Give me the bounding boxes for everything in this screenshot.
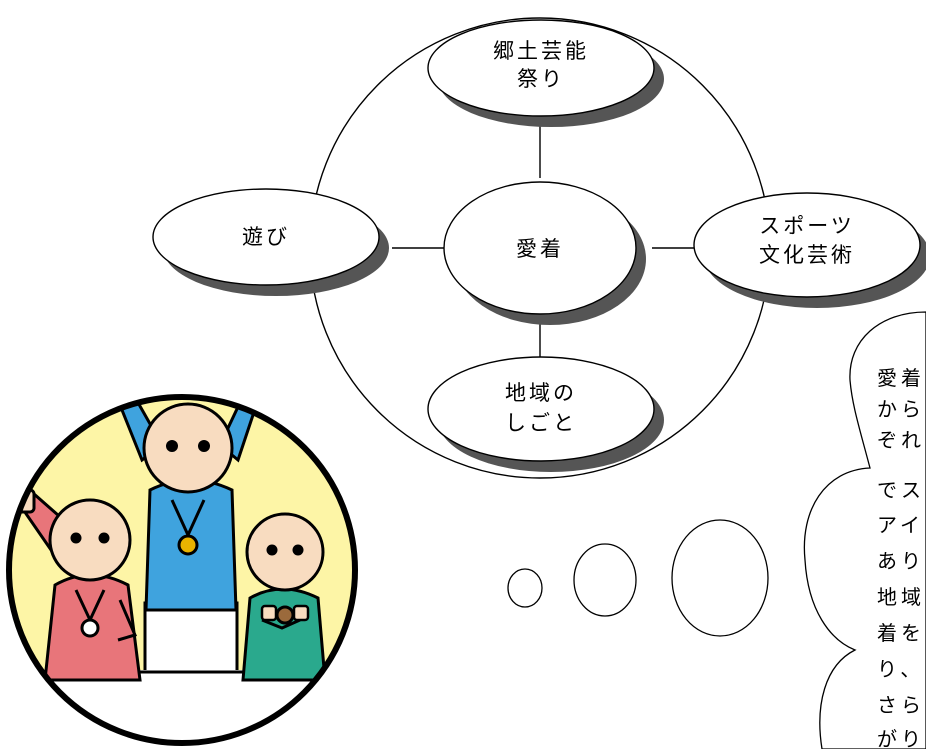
child-third-place <box>241 512 327 682</box>
thought-line-10: さら <box>877 693 925 717</box>
podium-ground <box>20 670 350 743</box>
thought-line-4: でス <box>877 478 925 502</box>
thought-line-8: 着を <box>877 621 925 645</box>
thought-dot-small <box>507 568 543 608</box>
thought-line-11: がり <box>877 727 925 749</box>
node-bottom: 地域の しごと <box>427 356 664 472</box>
node-bottom-line2: しごと <box>505 411 577 435</box>
thought-line-5: アイ <box>877 513 924 537</box>
node-top-line2: 祭り <box>517 67 565 91</box>
podium-medallion-border <box>6 394 358 746</box>
node-center: 愛着 <box>443 181 646 325</box>
node-left-line1: 遊び <box>242 225 290 249</box>
thought-line-2: から <box>877 397 925 421</box>
thought-dot-large <box>671 519 769 637</box>
node-right-line1: スポーツ <box>759 214 855 238</box>
thought-line-6: あり <box>877 549 925 573</box>
thought-line-1: 愛着 <box>877 366 925 390</box>
node-center-label: 愛着 <box>516 237 564 261</box>
node-top-line1: 郷土芸能 <box>493 39 589 63</box>
thought-line-9: り、 <box>877 657 924 681</box>
node-right: スポーツ 文化芸術 <box>693 192 926 308</box>
thought-dot-medium <box>573 543 637 617</box>
thought-line-3: ぞれ <box>877 428 925 452</box>
podium-illustration <box>6 394 358 746</box>
node-top: 郷土芸能 祭り <box>427 19 664 127</box>
thought-cloud: 愛着 から ぞれ でス アイ あり 地域 着を り、 さら がり <box>803 311 926 749</box>
node-right-line2: 文化芸術 <box>759 243 855 267</box>
thought-line-7: 地域 <box>877 585 925 609</box>
node-bottom-line1: 地域の <box>505 381 577 405</box>
node-left: 遊び <box>152 188 389 296</box>
child-first-place <box>110 397 268 612</box>
